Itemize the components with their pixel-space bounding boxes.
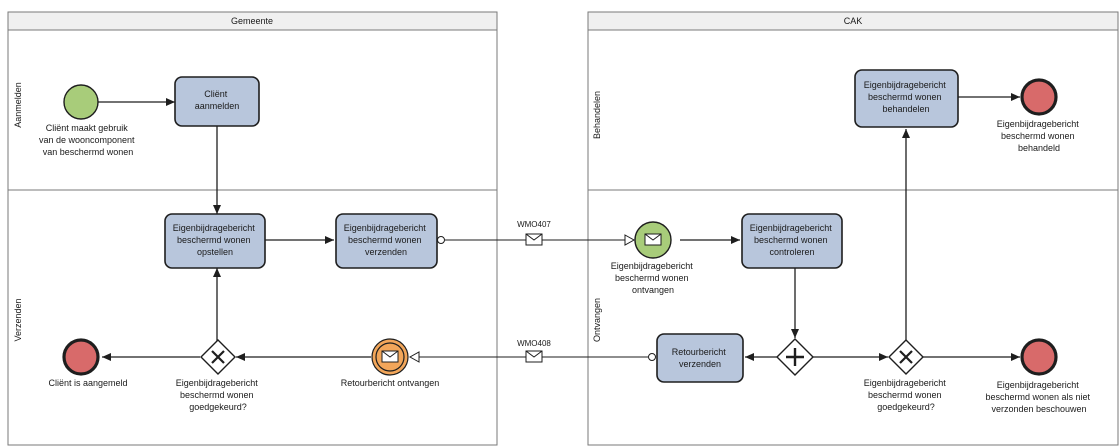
message-label-wmo408: WMO408 [517,339,551,348]
svg-text:Cliënt maakt gebruik van: Cliënt maakt gebruik van de wooncomponen… [39,123,137,157]
svg-text:Retourbericht ontvangen: Retourbericht ontvangen [341,378,440,388]
intermediate-event-retour-ontvangen[interactable]: Retourbericht ontvangen [341,338,440,388]
task-opstellen[interactable]: Eigenbijdragebericht beschermd wonen ops… [164,213,266,269]
task-behandelen[interactable]: Eigenbijdragebericht beschermd wonen beh… [854,69,959,128]
gateway-parallel[interactable] [776,338,814,376]
lane-label-behandelen: Behandelen [592,91,602,139]
task-client-aanmelden[interactable]: Cliënt aanmelden [174,76,260,127]
svg-text:Cliënt is aangemeld: Cliënt is aangemeld [48,378,127,388]
svg-text:Cliënt aanmelden: Cliënt aanmelden [195,89,240,111]
svg-text:Eigenbijdragebericht bes: Eigenbijdragebericht beschermd wonen ver… [344,223,429,257]
svg-text:Eigenbijdragebericht bes: Eigenbijdragebericht beschermd wonen goe… [176,378,261,412]
message-flow-wmo408: WMO408 [408,339,656,363]
pool-title-gemeente: Gemeente [231,16,273,26]
end-event-aangemeld[interactable]: Cliënt is aangemeld [48,338,128,388]
task-retour-verzenden[interactable]: Retourbericht verzenden [656,333,744,383]
pool-title-cak: CAK [844,16,863,26]
svg-text:Eigenbijdragebericht bes: Eigenbijdragebericht beschermd wonen ops… [173,223,258,257]
message-label-wmo407: WMO407 [517,220,551,229]
gateway-gemeente-goedgekeurd[interactable]: Eigenbijdragebericht beschermd wonen goe… [176,339,261,412]
gateway-cak-goedgekeurd[interactable]: Eigenbijdragebericht beschermd wonen goe… [864,339,949,412]
svg-text:Eigenbijdragebericht bes: Eigenbijdragebericht beschermd wonen als… [985,380,1092,414]
lane-label-aanmelden: Aanmelden [13,82,23,128]
task-verzenden[interactable]: Eigenbijdragebericht beschermd wonen ver… [335,213,438,269]
svg-text:Eigenbijdragebericht bes: Eigenbijdragebericht beschermd wonen beh… [864,80,949,114]
start-event-client[interactable]: Cliënt maakt gebruik van de wooncomponen… [39,84,137,157]
message-start-event-ontvangen[interactable]: Eigenbijdragebericht beschermd wonen ont… [611,221,696,295]
svg-text:Eigenbijdragebericht bes: Eigenbijdragebericht beschermd wonen con… [750,223,835,257]
sequence-flows [98,93,1020,361]
end-event-niet-verzonden[interactable]: Eigenbijdragebericht beschermd wonen als… [985,338,1092,414]
svg-text:Eigenbijdragebericht bes: Eigenbijdragebericht beschermd wonen ont… [611,261,696,295]
task-controleren[interactable]: Eigenbijdragebericht beschermd wonen con… [741,213,843,269]
svg-text:Retourbericht verzenden: Retourbericht verzenden [672,347,729,369]
lane-label-verzenden: Verzenden [13,298,23,341]
message-flow-wmo407: WMO407 [437,220,636,246]
lane-label-ontvangen: Ontvangen [592,298,602,342]
svg-text:Eigenbijdragebericht bes: Eigenbijdragebericht beschermd wonen beh… [997,119,1082,153]
svg-text:Eigenbijdragebericht bes: Eigenbijdragebericht beschermd wonen goe… [864,378,949,412]
end-event-behandeld[interactable]: Eigenbijdragebericht beschermd wonen beh… [997,78,1082,153]
